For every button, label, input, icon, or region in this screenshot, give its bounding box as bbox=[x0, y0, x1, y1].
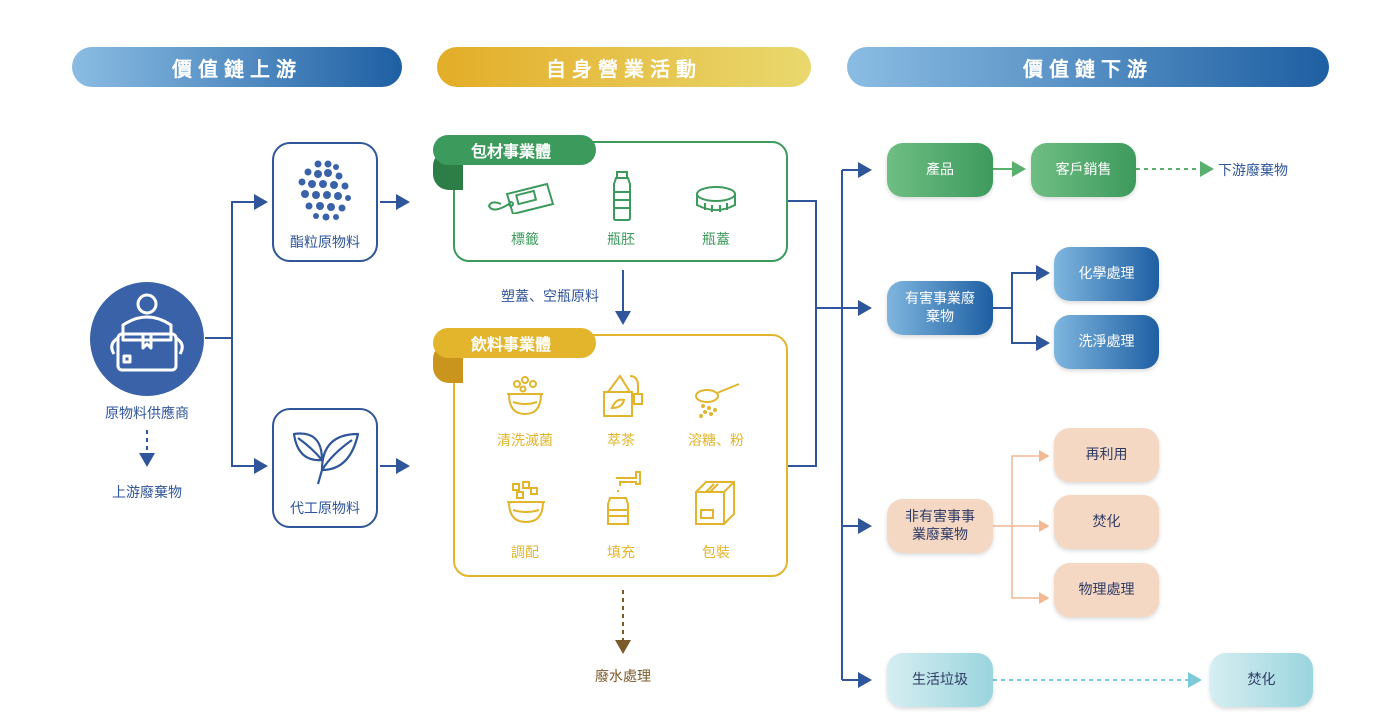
recycled-material-label: 塑蓋、空瓶原料 bbox=[501, 289, 599, 305]
oem-material-label: 代工原物料 bbox=[290, 501, 360, 517]
domestic-incineration-pill: 焚化 bbox=[1210, 653, 1313, 707]
non-hazardous-waste-pill: 非有害事事業廢棄物 bbox=[887, 499, 993, 553]
downstream-waste-label: 下游廢棄物 bbox=[1218, 163, 1288, 179]
upstream-waste-label: 上游廢棄物 bbox=[112, 485, 182, 501]
packaging-item-cap: 瓶蓋 bbox=[702, 232, 730, 248]
physical-treatment-pill: 物理處理 bbox=[1054, 563, 1159, 617]
label-tag-icon bbox=[487, 182, 555, 214]
reuse-pill: 再利用 bbox=[1054, 428, 1159, 482]
domestic-waste-pill: 生活垃圾 bbox=[887, 653, 993, 707]
beverage-unit-box bbox=[453, 334, 788, 577]
beverage-step-pack: 包裝 bbox=[702, 545, 730, 561]
packaging-item-preform: 瓶胚 bbox=[607, 232, 635, 248]
washing-treatment-pill: 洗淨處理 bbox=[1054, 315, 1159, 369]
oem-material-box: 代工原物料 bbox=[272, 408, 378, 528]
packaging-title: 包材事業體 bbox=[433, 135, 596, 165]
supplier-icon bbox=[110, 293, 184, 372]
downstream-banner: 價值鏈下游 bbox=[847, 47, 1329, 87]
incineration-pill: 焚化 bbox=[1054, 495, 1159, 549]
preform-bottle-icon bbox=[613, 171, 631, 221]
sugar-scoop-icon bbox=[695, 383, 740, 418]
operations-banner: 自身營業活動 bbox=[437, 47, 811, 87]
box-package-icon bbox=[695, 481, 735, 525]
beverage-step-brew: 萃茶 bbox=[607, 433, 635, 449]
wastewater-label: 廢水處理 bbox=[595, 669, 651, 685]
beverage-step-dissolve: 溶糖、粉 bbox=[688, 433, 744, 449]
leaf-icon bbox=[292, 432, 360, 485]
mixing-bowl-icon bbox=[507, 481, 545, 524]
beverage-step-mix: 調配 bbox=[511, 545, 539, 561]
customer-sales-pill: 客戶銷售 bbox=[1031, 143, 1136, 197]
pet-material-box: 酯粒原物料 bbox=[272, 142, 378, 262]
tea-bag-icon bbox=[603, 374, 643, 417]
upstream-banner: 價值鏈上游 bbox=[72, 47, 402, 87]
packaging-unit-box bbox=[453, 141, 788, 262]
packaging-item-label-tag: 標籤 bbox=[511, 232, 539, 248]
filling-tap-icon bbox=[607, 471, 641, 525]
bottle-cap-icon bbox=[696, 186, 736, 212]
supplier-circle bbox=[90, 282, 204, 396]
supplier-label: 原物料供應商 bbox=[105, 406, 189, 422]
washing-basin-icon bbox=[507, 376, 543, 416]
product-pill: 產品 bbox=[887, 143, 993, 197]
chemical-treatment-pill: 化學處理 bbox=[1054, 247, 1159, 301]
hazardous-waste-pill: 有害事業廢棄物 bbox=[887, 281, 993, 335]
beverage-step-clean: 清洗滅菌 bbox=[497, 433, 553, 449]
beverage-title: 飲料事業體 bbox=[433, 328, 596, 358]
beverage-step-fill: 填充 bbox=[607, 545, 635, 561]
pellets-icon bbox=[298, 160, 351, 221]
pet-material-label: 酯粒原物料 bbox=[290, 235, 360, 251]
